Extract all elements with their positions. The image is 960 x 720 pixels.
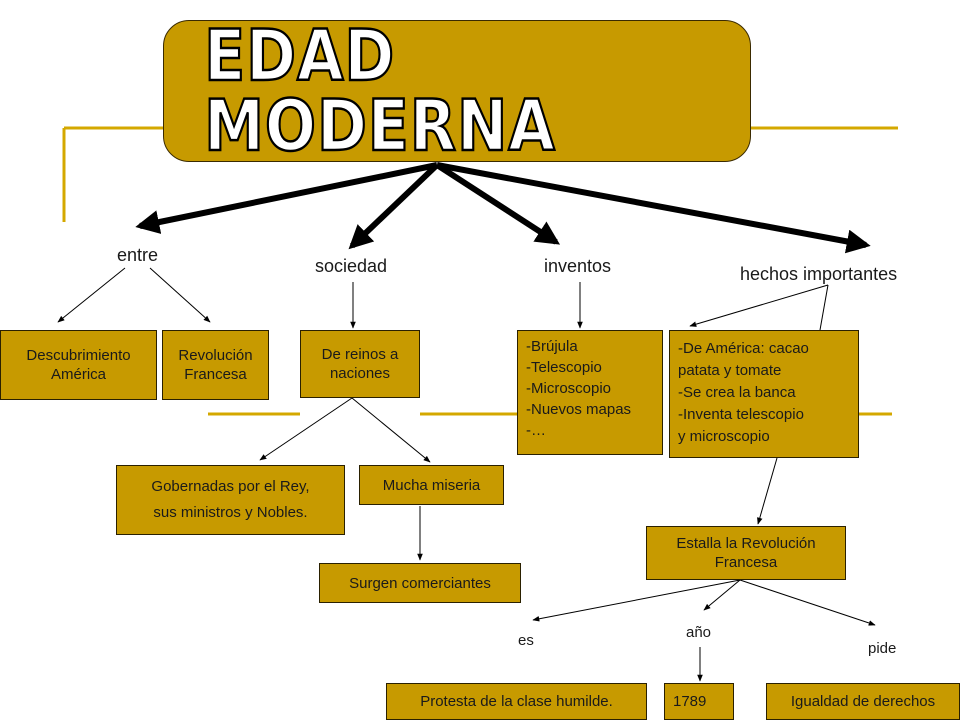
connector-label-pide: pide [868, 640, 897, 657]
list-item: -… [526, 422, 546, 439]
list-item: patata y tomate [678, 362, 782, 379]
box-text-line: De reinos a [321, 346, 399, 363]
main-arrows [135, 162, 871, 254]
arrow-to-inventos [435, 162, 561, 245]
box-text-line: América [50, 366, 106, 383]
branch-label-hechos: hechos importantes [740, 264, 898, 284]
page-title: EDAD MODERNA [203, 15, 556, 167]
box-comerciantes: Surgen comerciantes [319, 563, 521, 603]
box-igualdad: Igualdad de derechos [766, 683, 960, 720]
box-anio-value: 1789 [664, 683, 734, 720]
box-text-line: 1789 [673, 693, 707, 710]
box-text-line: Estalla la Revolución [676, 535, 816, 552]
box-protesta: Protesta de la clase humilde. [386, 683, 647, 720]
box-reinos: De reinos a naciones [300, 330, 420, 398]
branch-label-inventos: inventos [544, 256, 612, 276]
box-text-line: Protesta de la clase humilde. [420, 693, 613, 710]
arrow-to-hechos [436, 162, 871, 254]
box-text-line: Gobernadas por el Rey, [151, 478, 310, 495]
title-box [163, 20, 751, 162]
box-miseria: Mucha miseria [359, 465, 504, 505]
box-text-line: Francesa [184, 366, 247, 383]
box-text-line: Descubrimiento [26, 347, 131, 364]
box-hechos-list: -De América: cacao patata y tomate -Se c… [669, 330, 859, 458]
box-gobernadas: Gobernadas por el Rey, sus ministros y N… [116, 465, 345, 535]
box-descubrimiento: Descubrimiento América [0, 330, 157, 400]
decorative-frame [62, 126, 898, 416]
box-text-line: Surgen comerciantes [349, 574, 491, 592]
box-text-line: Revolución [178, 347, 253, 364]
box-text-line: Francesa [714, 554, 778, 571]
branch-label-entre: entre [117, 245, 159, 265]
thin-connectors [57, 267, 876, 682]
list-item: -Telescopio [526, 359, 602, 376]
list-item: -Nuevos mapas [526, 401, 632, 418]
box-text-line: Mucha miseria [382, 476, 481, 494]
box-text-line: sus ministros y Nobles. [153, 504, 308, 521]
list-item: -Brújula [526, 338, 578, 355]
list-item: y microscopio [678, 428, 770, 445]
arrow-to-sociedad [348, 162, 440, 250]
box-text-line: naciones [329, 365, 391, 382]
box-text-line: Igualdad de derechos [790, 693, 936, 710]
list-item: -De América: cacao [678, 340, 809, 357]
connector-label-anio: año [686, 624, 712, 641]
list-item: -Se crea la banca [678, 384, 796, 401]
list-item: -Inventa telescopio [678, 406, 804, 423]
box-estalla: Estalla la Revolución Francesa [646, 526, 846, 580]
branch-label-sociedad: sociedad [315, 256, 388, 276]
list-item: -Microscopio [526, 380, 612, 397]
connector-label-es: es [518, 632, 534, 649]
arrow-to-entre [135, 162, 438, 234]
box-revolucion: Revolución Francesa [162, 330, 269, 400]
box-inventos-list: -Brújula -Telescopio -Microscopio -Nuevo… [517, 330, 663, 455]
